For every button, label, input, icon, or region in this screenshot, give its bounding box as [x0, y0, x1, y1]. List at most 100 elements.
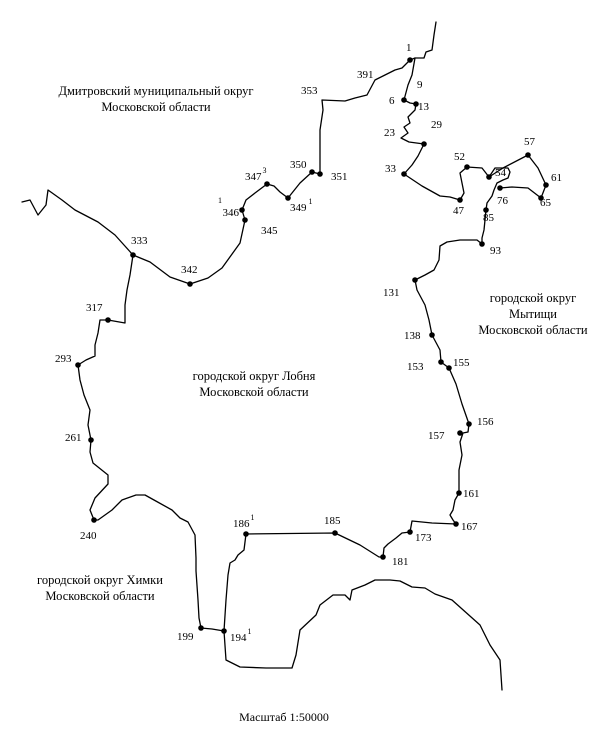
region-label-mytishchi-line2: Мытищи	[509, 307, 557, 321]
point-label-353: 353	[301, 85, 318, 97]
point-marker-345	[242, 217, 248, 223]
point-label-54: 54	[495, 167, 507, 179]
point-marker-317	[105, 317, 111, 323]
point-marker-167	[453, 521, 459, 527]
point-marker-57	[525, 152, 531, 158]
point-label-346: 3461	[218, 196, 240, 219]
point-marker-351	[317, 171, 323, 177]
point-labels: 1 391 9 6 13 29 23 33 353 350 351 3473 3…	[55, 42, 562, 644]
point-marker-131	[412, 277, 418, 283]
point-label-194-sup: 1	[248, 627, 252, 636]
point-marker-342	[187, 281, 193, 287]
point-label-349-sup: 1	[309, 197, 313, 206]
lobnya-boundary-line	[77, 57, 511, 632]
point-label-186: 1861	[233, 513, 255, 530]
point-marker-173	[407, 529, 413, 535]
point-label-156: 156	[477, 416, 494, 428]
point-marker-157	[457, 430, 463, 436]
point-label-9: 9	[417, 79, 423, 91]
point-label-240: 240	[80, 530, 97, 542]
point-label-52: 52	[454, 151, 465, 163]
region-label-dmitrov-line1: Дмитровский муниципальный округ	[58, 84, 253, 98]
point-label-13: 13	[418, 101, 430, 113]
point-marker-181	[380, 554, 386, 560]
point-label-350: 350	[290, 159, 307, 171]
point-label-93: 93	[490, 245, 502, 257]
region-label-lobnya-line1: городской округ Лобня	[193, 369, 316, 383]
point-label-65: 65	[540, 197, 552, 209]
point-label-186-main: 186	[233, 518, 250, 530]
region-label-khimki-line1: городской округ Химки	[37, 573, 163, 587]
point-marker-156	[466, 421, 472, 427]
region-label-khimki-line2: Московской области	[45, 589, 155, 603]
region-labels: Дмитровский муниципальный округ Московск…	[37, 84, 588, 603]
point-label-347-sup: 3	[263, 166, 267, 175]
point-marker-52	[464, 164, 470, 170]
point-marker-350	[309, 169, 315, 175]
point-marker-61	[543, 182, 549, 188]
point-marker-240	[91, 517, 97, 523]
point-label-167: 167	[461, 521, 478, 533]
point-label-61: 61	[551, 172, 562, 184]
point-label-346-sup: 1	[218, 196, 222, 205]
point-marker-185	[332, 530, 338, 536]
point-label-6: 6	[389, 95, 395, 107]
point-label-347: 3473	[245, 166, 267, 183]
point-marker-13	[413, 101, 419, 107]
point-label-391: 391	[357, 69, 374, 81]
point-label-29: 29	[431, 119, 443, 131]
point-marker-65	[538, 195, 544, 201]
point-label-185: 185	[324, 515, 341, 527]
point-label-131: 131	[383, 287, 400, 299]
point-label-23: 23	[384, 127, 396, 139]
region-label-dmitrov-line2: Московской области	[101, 100, 211, 114]
region-label-mytishchi-line1: городской округ	[490, 291, 576, 305]
region-label-mytishchi-line3: Московской области	[478, 323, 588, 337]
point-marker-155	[446, 365, 452, 371]
point-marker-138	[429, 332, 435, 338]
point-label-194-main: 194	[230, 632, 247, 644]
point-marker-33	[401, 171, 407, 177]
scale-label: Масштаб 1:50000	[239, 710, 329, 724]
point-marker-54	[486, 174, 492, 180]
point-label-85: 85	[483, 212, 495, 224]
point-label-153: 153	[407, 361, 424, 373]
point-label-173: 173	[415, 532, 432, 544]
point-label-349: 3491	[290, 197, 313, 214]
point-marker-333	[130, 252, 136, 258]
point-marker-194	[221, 628, 227, 634]
point-marker-346	[239, 207, 245, 213]
point-label-194: 1941	[230, 627, 252, 644]
point-label-199: 199	[177, 631, 194, 643]
point-marker-76	[497, 185, 503, 191]
point-label-161: 161	[463, 488, 480, 500]
point-label-349-main: 349	[290, 202, 307, 214]
point-marker-349	[285, 195, 291, 201]
point-label-342: 342	[181, 264, 198, 276]
point-label-138: 138	[404, 330, 421, 342]
point-marker-186	[243, 531, 249, 537]
region-label-lobnya-line2: Московской области	[199, 385, 309, 399]
point-marker-85	[483, 207, 489, 213]
point-label-317: 317	[86, 302, 103, 314]
point-label-47: 47	[453, 205, 465, 217]
point-label-186-sup: 1	[251, 513, 255, 522]
point-label-181: 181	[392, 556, 409, 568]
point-marker-47	[457, 197, 463, 203]
west-branch-line	[21, 189, 134, 256]
south-external-line	[223, 579, 503, 691]
boundary-points	[75, 57, 549, 634]
point-marker-6	[401, 97, 407, 103]
point-label-76: 76	[497, 195, 509, 207]
point-marker-261	[88, 437, 94, 443]
point-marker-1	[407, 57, 413, 63]
point-label-157: 157	[428, 430, 445, 442]
point-label-351: 351	[331, 171, 348, 183]
point-marker-29	[421, 141, 427, 147]
point-marker-161	[456, 490, 462, 496]
point-label-347-main: 347	[245, 171, 262, 183]
point-marker-93	[479, 241, 485, 247]
point-marker-153	[438, 359, 444, 365]
point-marker-199	[198, 625, 204, 631]
